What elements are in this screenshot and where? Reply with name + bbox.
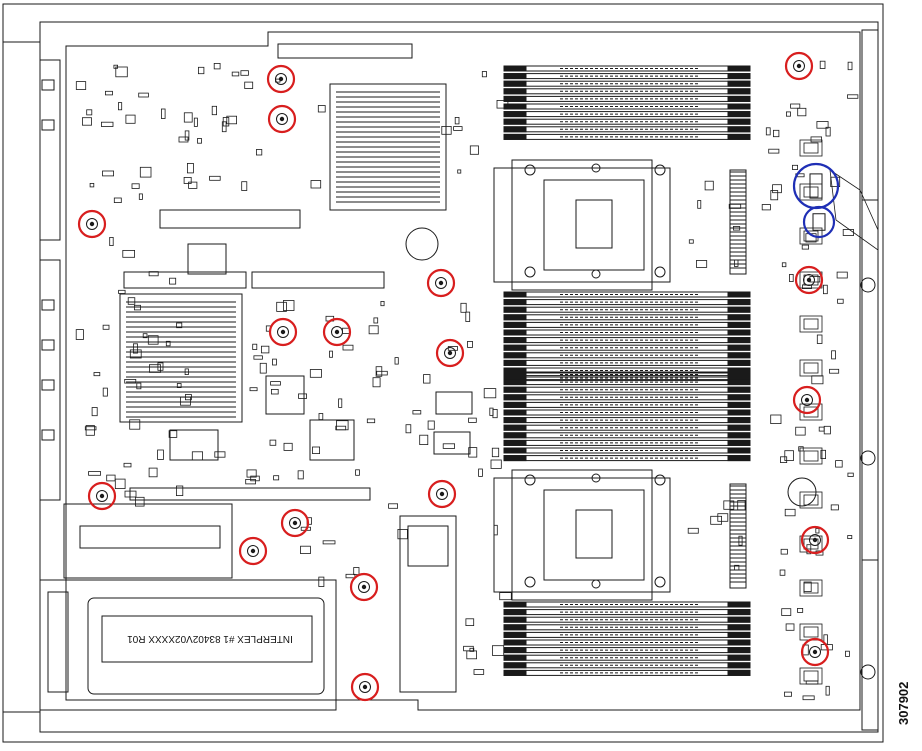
board-components bbox=[75, 60, 879, 701]
connector-callouts bbox=[792, 162, 840, 239]
figure-number: 307902 bbox=[896, 681, 911, 725]
screw-icon bbox=[427, 479, 457, 509]
board-outline bbox=[65, 31, 861, 711]
screw-icon bbox=[800, 637, 830, 667]
pcie-slot bbox=[159, 209, 301, 229]
cpu-socket-1 bbox=[493, 159, 671, 291]
pcie-slot bbox=[123, 271, 247, 289]
screw-icon bbox=[349, 572, 379, 602]
chassis-frame bbox=[2, 3, 884, 743]
chipset bbox=[265, 375, 305, 415]
cpu-socket-2 bbox=[493, 469, 671, 601]
dimm-banks bbox=[503, 65, 751, 676]
screw-icon bbox=[784, 51, 814, 81]
pcie-slot bbox=[277, 43, 413, 59]
screw-icon bbox=[322, 317, 352, 347]
front-bezel bbox=[39, 59, 61, 501]
screw-icon bbox=[268, 317, 298, 347]
coin-battery bbox=[405, 227, 439, 261]
rear-rail bbox=[860, 29, 879, 731]
screw-icon bbox=[800, 525, 830, 555]
screw-icon bbox=[238, 536, 268, 566]
m2-module bbox=[399, 515, 457, 693]
screw-icon bbox=[77, 209, 107, 239]
pcie-slot bbox=[129, 487, 371, 501]
connector-icon bbox=[792, 162, 840, 210]
screw-icon bbox=[792, 385, 822, 415]
screw-icon bbox=[435, 338, 465, 368]
screw-icon bbox=[350, 672, 380, 702]
screw-icon bbox=[87, 481, 117, 511]
pcie-slot bbox=[251, 271, 385, 289]
screw-icon bbox=[794, 265, 824, 295]
ic bbox=[309, 419, 355, 461]
riser-cage bbox=[39, 503, 337, 711]
connector-icon bbox=[802, 205, 836, 239]
screw-callouts bbox=[77, 51, 830, 702]
screw-icon bbox=[280, 508, 310, 538]
heatsink-top bbox=[329, 83, 447, 211]
screw-icon bbox=[267, 104, 297, 134]
heatsink-left bbox=[119, 293, 243, 423]
riser-label: INTERPLEX #1 83402V02XXXX R01 bbox=[127, 633, 293, 644]
screw-icon bbox=[426, 268, 456, 298]
screw-icon bbox=[266, 64, 296, 94]
